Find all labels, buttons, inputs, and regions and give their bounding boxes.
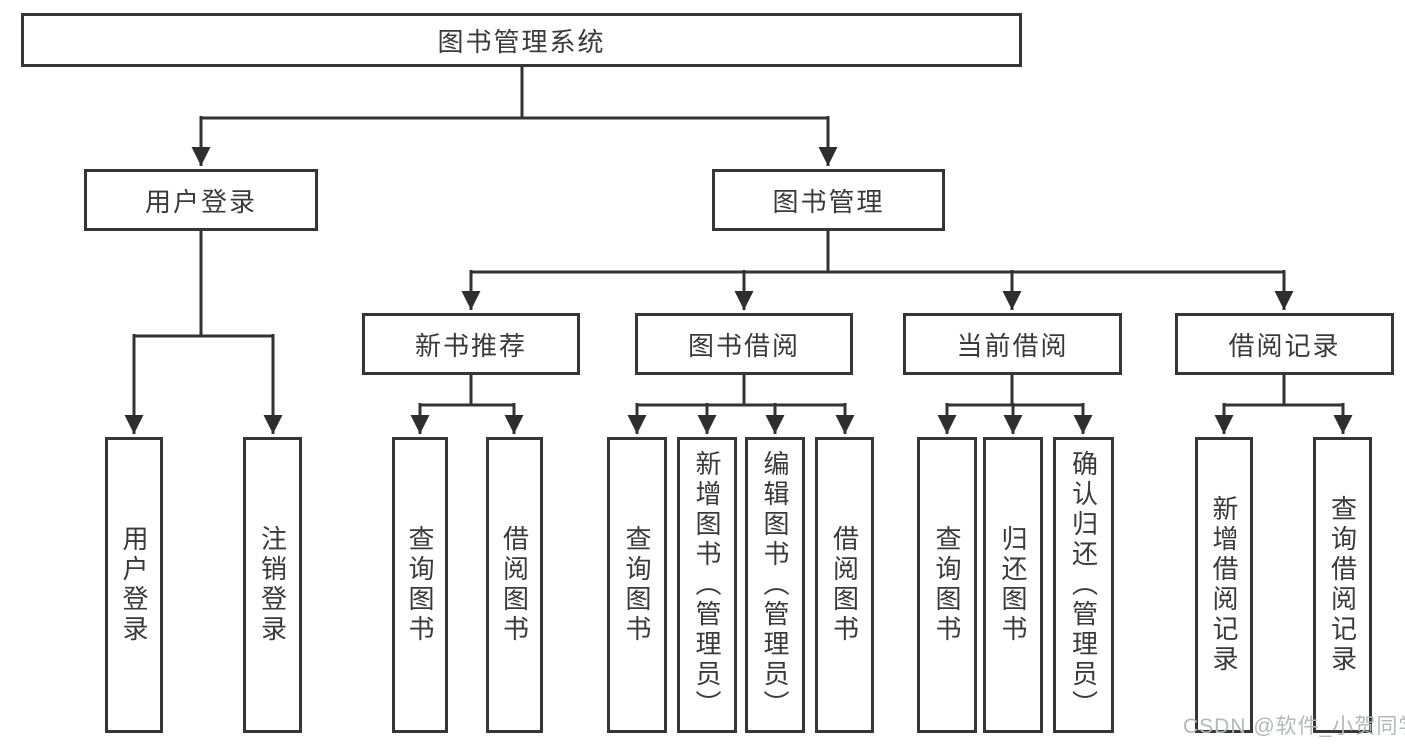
leaf-confirm-return-admin-label: 确认归还（管理员）: [1068, 450, 1099, 720]
leaf-edit-books-admin-label: 编辑图书（管理员）: [760, 450, 790, 720]
leaf-query-books-recommend-label: 查询图书: [405, 525, 435, 645]
leaf-borrow-books-recommend: 借阅图书: [486, 437, 543, 733]
leaf-query-books-current-label: 查询图书: [932, 525, 962, 645]
leaf-query-borrow-record-label: 查询借阅记录: [1327, 495, 1358, 675]
node-book-borrow: 图书借阅: [635, 313, 853, 375]
node-new-book-recommend: 新书推荐: [362, 313, 580, 375]
leaf-add-books-admin: 新增图书（管理员）: [677, 437, 737, 733]
leaf-add-books-admin-label: 新增图书（管理员）: [692, 450, 722, 720]
node-current-borrow: 当前借阅: [903, 313, 1122, 375]
node-borrow-records-label: 借阅记录: [1228, 330, 1341, 361]
node-user-login-label: 用户登录: [144, 186, 257, 217]
node-user-login: 用户登录: [84, 169, 318, 231]
leaf-borrow-books: 借阅图书: [815, 437, 874, 733]
leaf-add-borrow-record: 新增借阅记录: [1195, 437, 1253, 733]
leaf-return-books: 归还图书: [983, 437, 1043, 733]
leaf-logout-login: 注销登录: [243, 437, 302, 733]
leaf-edit-books-admin: 编辑图书（管理员）: [745, 437, 805, 733]
leaf-query-books-recommend: 查询图书: [392, 437, 448, 733]
leaf-add-borrow-record-label: 新增借阅记录: [1209, 495, 1239, 675]
leaf-borrow-books-recommend-label: 借阅图书: [499, 525, 530, 645]
csdn-watermark: CSDN @软件_小贺同学: [1183, 715, 1405, 738]
node-root: 图书管理系统: [21, 13, 1022, 67]
node-current-borrow-label: 当前借阅: [956, 330, 1069, 361]
node-borrow-records: 借阅记录: [1175, 313, 1394, 375]
leaf-confirm-return-admin: 确认归还（管理员）: [1053, 437, 1114, 733]
leaf-query-books-current: 查询图书: [917, 437, 977, 733]
leaf-query-borrow-record: 查询借阅记录: [1313, 437, 1372, 733]
leaf-query-books-borrow-label: 查询图书: [622, 525, 652, 645]
leaf-user-login: 用户登录: [105, 437, 163, 733]
leaf-return-books-label: 归还图书: [998, 525, 1028, 645]
node-book-management-label: 图书管理: [772, 186, 885, 217]
node-new-book-recommend-label: 新书推荐: [414, 330, 527, 361]
node-root-label: 图书管理系统: [437, 26, 606, 57]
leaf-user-login-label: 用户登录: [119, 525, 149, 645]
leaf-logout-login-label: 注销登录: [257, 525, 288, 645]
node-book-management: 图书管理: [712, 169, 945, 231]
leaf-query-books-borrow: 查询图书: [607, 437, 667, 733]
node-book-borrow-label: 图书借阅: [687, 330, 800, 361]
leaf-borrow-books-label: 借阅图书: [829, 525, 860, 645]
